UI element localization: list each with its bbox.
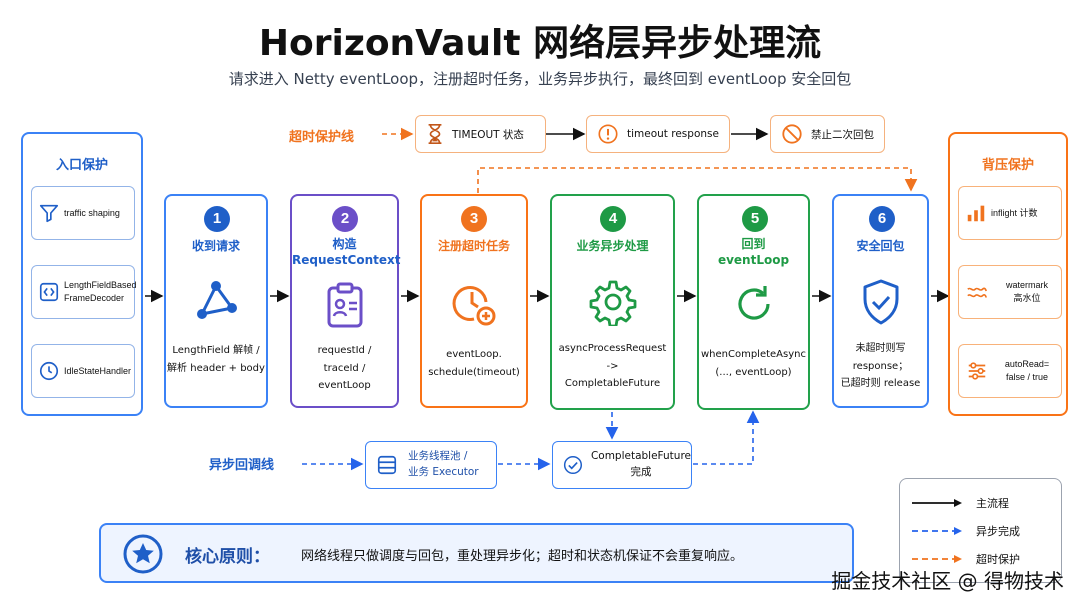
timeout-lane-label: 超时保护线 xyxy=(289,130,355,145)
timeout-response-box: timeout response xyxy=(586,115,730,153)
entry-item-traffic-shaping: traffic shaping xyxy=(31,186,135,240)
step-number-badge: 3 xyxy=(461,206,487,232)
check-circle-icon xyxy=(563,455,583,475)
legend-item-main-flow: 主流程 xyxy=(910,493,1009,513)
clock-icon xyxy=(39,361,59,381)
server-stack-icon xyxy=(377,455,397,475)
entry-item-label: traffic shaping xyxy=(64,207,120,218)
timeout-dashed-arrows xyxy=(382,127,918,193)
id-card-clipboard-icon xyxy=(327,282,362,328)
bar-chart-icon xyxy=(967,205,985,222)
shield-check-icon xyxy=(863,279,898,325)
refresh-icon xyxy=(737,286,770,320)
backpressure-item-label: autoRead=false / true xyxy=(1004,359,1050,382)
principle-heading: 核心原则： xyxy=(185,547,270,567)
legend-dashed-orange-arrow xyxy=(912,555,962,563)
timeout-state-box: TIMEOUT 状态 xyxy=(415,115,546,153)
step-label: 业务异步处理 xyxy=(576,239,649,253)
backpressure-item-inflight: inflight 计数 xyxy=(958,186,1062,240)
legend-dashed-blue-arrow xyxy=(912,527,962,535)
entry-item-label: IdleStateHandler xyxy=(64,365,132,376)
step-3-box: 3 注册超时任务 eventLoop.schedule(timeout) xyxy=(420,194,528,408)
step-label: 注册超时任务 xyxy=(437,239,510,253)
step-4-box: 4 业务异步处理 asyncProcessRequest->Completabl… xyxy=(550,194,675,410)
step-description: LengthField 解帧 /解析 header + body xyxy=(167,345,265,374)
entry-protection-title: 入口保护 xyxy=(55,158,108,173)
step-label: 安全回包 xyxy=(856,239,905,253)
arrow-future-to-step5 xyxy=(693,410,760,465)
main-flow-arrows xyxy=(145,127,950,303)
ban-icon xyxy=(782,124,802,144)
clock-plus-icon xyxy=(452,286,496,326)
timeout-box-label: 禁止二次回包 xyxy=(811,128,874,141)
forbid-double-reply-box: 禁止二次回包 xyxy=(770,115,885,153)
legend-solid-arrow xyxy=(912,499,962,507)
legend-item-timeout: 超时保护 xyxy=(910,549,1020,569)
share-nodes-icon xyxy=(197,281,237,319)
wave-icon xyxy=(967,287,987,298)
page-title: HorizonVault 网络层异步处理流 xyxy=(258,23,822,64)
funnel-icon xyxy=(39,204,59,223)
arrow-timeout-to-step6 xyxy=(477,167,918,193)
code-brackets-icon xyxy=(39,282,59,302)
legend-item-async: 异步完成 xyxy=(910,521,1020,541)
step-number-badge: 6 xyxy=(869,206,895,232)
core-principle-banner: 核心原则： 网络线程只做调度与回包，重处理异步化；超时和状态机保证不会重复响应。 xyxy=(99,523,854,583)
step-number-badge: 2 xyxy=(332,206,358,232)
watermark: 掘金技术社区 @ 得物技术 xyxy=(831,569,1064,593)
backpressure-item-autoread: autoRead=false / true xyxy=(958,344,1062,398)
entry-item-idle-state-handler: IdleStateHandler xyxy=(31,344,135,398)
timeout-box-label: timeout response xyxy=(627,128,719,140)
alert-circle-icon xyxy=(598,124,618,144)
step-number-badge: 4 xyxy=(600,206,626,232)
step-number-badge: 1 xyxy=(204,206,230,232)
async-box-label: 业务线程池 /业务 Executor xyxy=(408,450,479,478)
step-description: requestId /traceId /eventLoop xyxy=(317,345,372,391)
gear-icon xyxy=(589,280,636,326)
page-subtitle: 请求进入 Netty eventLoop，注册超时任务，业务异步执行，最终回到 … xyxy=(228,70,852,88)
step-description: whenCompleteAsync(..., eventLoop) xyxy=(700,349,806,378)
step-description: asyncProcessRequest->CompletableFuture xyxy=(558,343,667,389)
async-dashed-arrows xyxy=(302,410,760,471)
hourglass-icon xyxy=(428,124,442,144)
step-1-box: 1 收到请求 LengthField 解帧 /解析 header + body xyxy=(164,194,268,408)
async-lane-label: 异步回调线 xyxy=(209,458,275,473)
step-number-badge: 5 xyxy=(742,206,768,232)
backpressure-title: 背压保护 xyxy=(981,158,1034,173)
star-icon xyxy=(123,534,163,574)
executor-pool-box: 业务线程池 /业务 Executor xyxy=(365,441,497,489)
timeout-box-label: TIMEOUT 状态 xyxy=(452,128,524,141)
sliders-icon xyxy=(968,362,986,380)
legend: 主流程 异步完成 超时保护 xyxy=(899,478,1062,583)
step-description: eventLoop.schedule(timeout) xyxy=(428,349,520,378)
principle-text: 网络线程只做调度与回包，重处理异步化；超时和状态机保证不会重复响应。 xyxy=(301,549,744,564)
step-label: 收到请求 xyxy=(191,239,240,253)
backpressure-item-label: inflight 计数 xyxy=(991,207,1038,218)
